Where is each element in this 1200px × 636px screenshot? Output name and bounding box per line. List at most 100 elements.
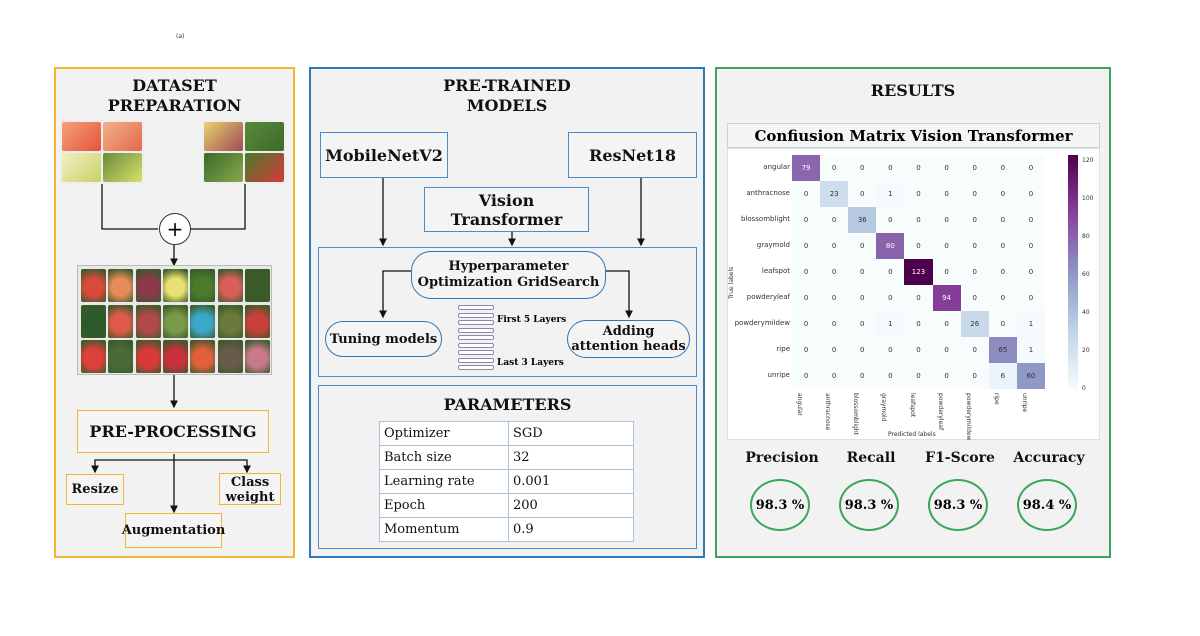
- corner-mark: (a): [176, 33, 185, 40]
- strawberry-photo: [135, 304, 161, 338]
- cm-cell: 94: [932, 285, 961, 311]
- metric-value-circle: 98.4 %: [1017, 479, 1077, 531]
- cm-cell: 60: [1016, 363, 1045, 389]
- cm-x-tick: ripe: [992, 393, 1000, 405]
- strawberry-photo: [62, 153, 101, 182]
- resnet-box: ResNet18: [568, 132, 697, 178]
- metric-value-circle: 98.3 %: [839, 479, 899, 531]
- cm-cell: 0: [960, 363, 989, 389]
- cm-cell: 1: [1016, 337, 1045, 363]
- strawberry-photo: [217, 340, 243, 373]
- parameters-title: PARAMETERS: [443, 395, 572, 414]
- parameter-name: Momentum: [379, 517, 509, 542]
- cm-colorbar-tick: 60: [1082, 270, 1090, 278]
- tuning-frame: [318, 247, 697, 377]
- layer-bar: [458, 357, 494, 363]
- cm-cell: 0: [792, 311, 821, 337]
- hyperparameter-pill: Hyperparameter Optimization GridSearch: [411, 251, 606, 299]
- class-weight-line2: weight: [225, 490, 275, 505]
- parameter-value: 0.9: [508, 517, 634, 542]
- models-title-line1: PRE-TRAINED: [443, 76, 571, 95]
- parameter-value: 0.001: [508, 469, 634, 494]
- hyperparameter-line1: Hyperparameter: [448, 259, 569, 274]
- cm-cell: 0: [960, 337, 989, 363]
- layer-bar: [458, 350, 494, 355]
- cm-cell: 0: [904, 363, 933, 389]
- metric-label: Accuracy: [1013, 450, 1085, 466]
- cm-cell: 0: [848, 259, 877, 285]
- vision-transformer-box: Vision Transformer: [424, 187, 589, 232]
- cm-cell: 6: [988, 363, 1017, 389]
- parameter-value: SGD: [508, 421, 634, 446]
- layer-bar: [458, 305, 494, 310]
- cm-y-tick: unripe: [767, 371, 790, 379]
- cm-cell: 80: [876, 233, 905, 259]
- cm-colorbar: [1068, 155, 1078, 389]
- cm-cell: 0: [848, 233, 877, 259]
- cm-y-tick: leafspot: [761, 267, 790, 275]
- metric-label: Recall: [846, 450, 896, 466]
- strawberry-photo: [190, 304, 216, 338]
- preprocessing-box: PRE-PROCESSING: [77, 410, 269, 453]
- strawberry-photo: [245, 122, 284, 151]
- cm-cell: 0: [904, 311, 933, 337]
- last-layers-label: Last 3 Layers: [497, 358, 564, 368]
- strawberry-photo: [190, 340, 216, 373]
- cm-cell: 0: [876, 155, 905, 181]
- cm-cell: 0: [932, 207, 961, 233]
- dataset-title: DATASET PREPARATION: [54, 76, 295, 116]
- cm-y-tick: graymold: [756, 241, 790, 249]
- cm-cell: 0: [1016, 181, 1045, 207]
- cm-cell: 0: [848, 337, 877, 363]
- layer-bar: [458, 365, 494, 370]
- cm-cell: 0: [1016, 285, 1045, 311]
- cm-cell: 0: [876, 337, 905, 363]
- metric-label: Precision: [745, 450, 819, 466]
- cm-cell: 0: [1016, 233, 1045, 259]
- cm-cell: 0: [932, 311, 961, 337]
- cm-cell: 0: [876, 285, 905, 311]
- strawberry-photo-grid-right: [202, 120, 286, 184]
- augmentation-box: Augmentation: [122, 513, 225, 548]
- strawberry-photo: [204, 153, 243, 182]
- confusion-matrix-title: Confiusion Matrix Vision Transformer: [727, 123, 1100, 148]
- cm-cell: 0: [820, 259, 849, 285]
- cm-cell: 0: [792, 181, 821, 207]
- cm-cell: 0: [904, 207, 933, 233]
- cm-cell: 0: [988, 259, 1017, 285]
- cm-cell: 36: [848, 207, 877, 233]
- cm-cell: 0: [820, 155, 849, 181]
- parameter-name: Optimizer: [379, 421, 509, 446]
- strawberry-photo: [135, 269, 161, 302]
- models-connectors: [379, 178, 645, 319]
- class-weight-box: Class weight: [219, 473, 281, 505]
- cm-colorbar-tick: 80: [1082, 232, 1090, 240]
- metric-label: F1-Score: [925, 450, 995, 466]
- strawberry-photo: [103, 153, 142, 182]
- cm-cell: 1: [876, 181, 905, 207]
- cm-cell: 0: [988, 181, 1017, 207]
- cm-cell: 65: [988, 337, 1017, 363]
- cm-cell: 0: [792, 259, 821, 285]
- cm-y-tick: powderyleaf: [746, 293, 790, 301]
- layer-bar: [458, 312, 494, 318]
- cm-cell: 0: [1016, 259, 1045, 285]
- models-title: PRE-TRAINED MODELS: [309, 76, 705, 116]
- strawberry-photo: [190, 269, 216, 302]
- strawberry-photo: [81, 269, 106, 302]
- cm-cell: 0: [932, 337, 961, 363]
- cm-cell: 79: [792, 155, 821, 181]
- cm-cell: 0: [848, 285, 877, 311]
- cm-cell: 0: [904, 181, 933, 207]
- adding-line2: attention heads: [571, 339, 686, 354]
- cm-cell: 0: [792, 363, 821, 389]
- tuning-models-pill: Tuning models: [325, 321, 442, 357]
- cm-y-tick: powderymildew: [734, 319, 790, 327]
- cm-cell: 23: [820, 181, 849, 207]
- cm-cell: 0: [848, 311, 877, 337]
- strawberry-dataset-grid: [77, 265, 272, 375]
- mobilenet-box: MobileNetV2: [320, 132, 448, 178]
